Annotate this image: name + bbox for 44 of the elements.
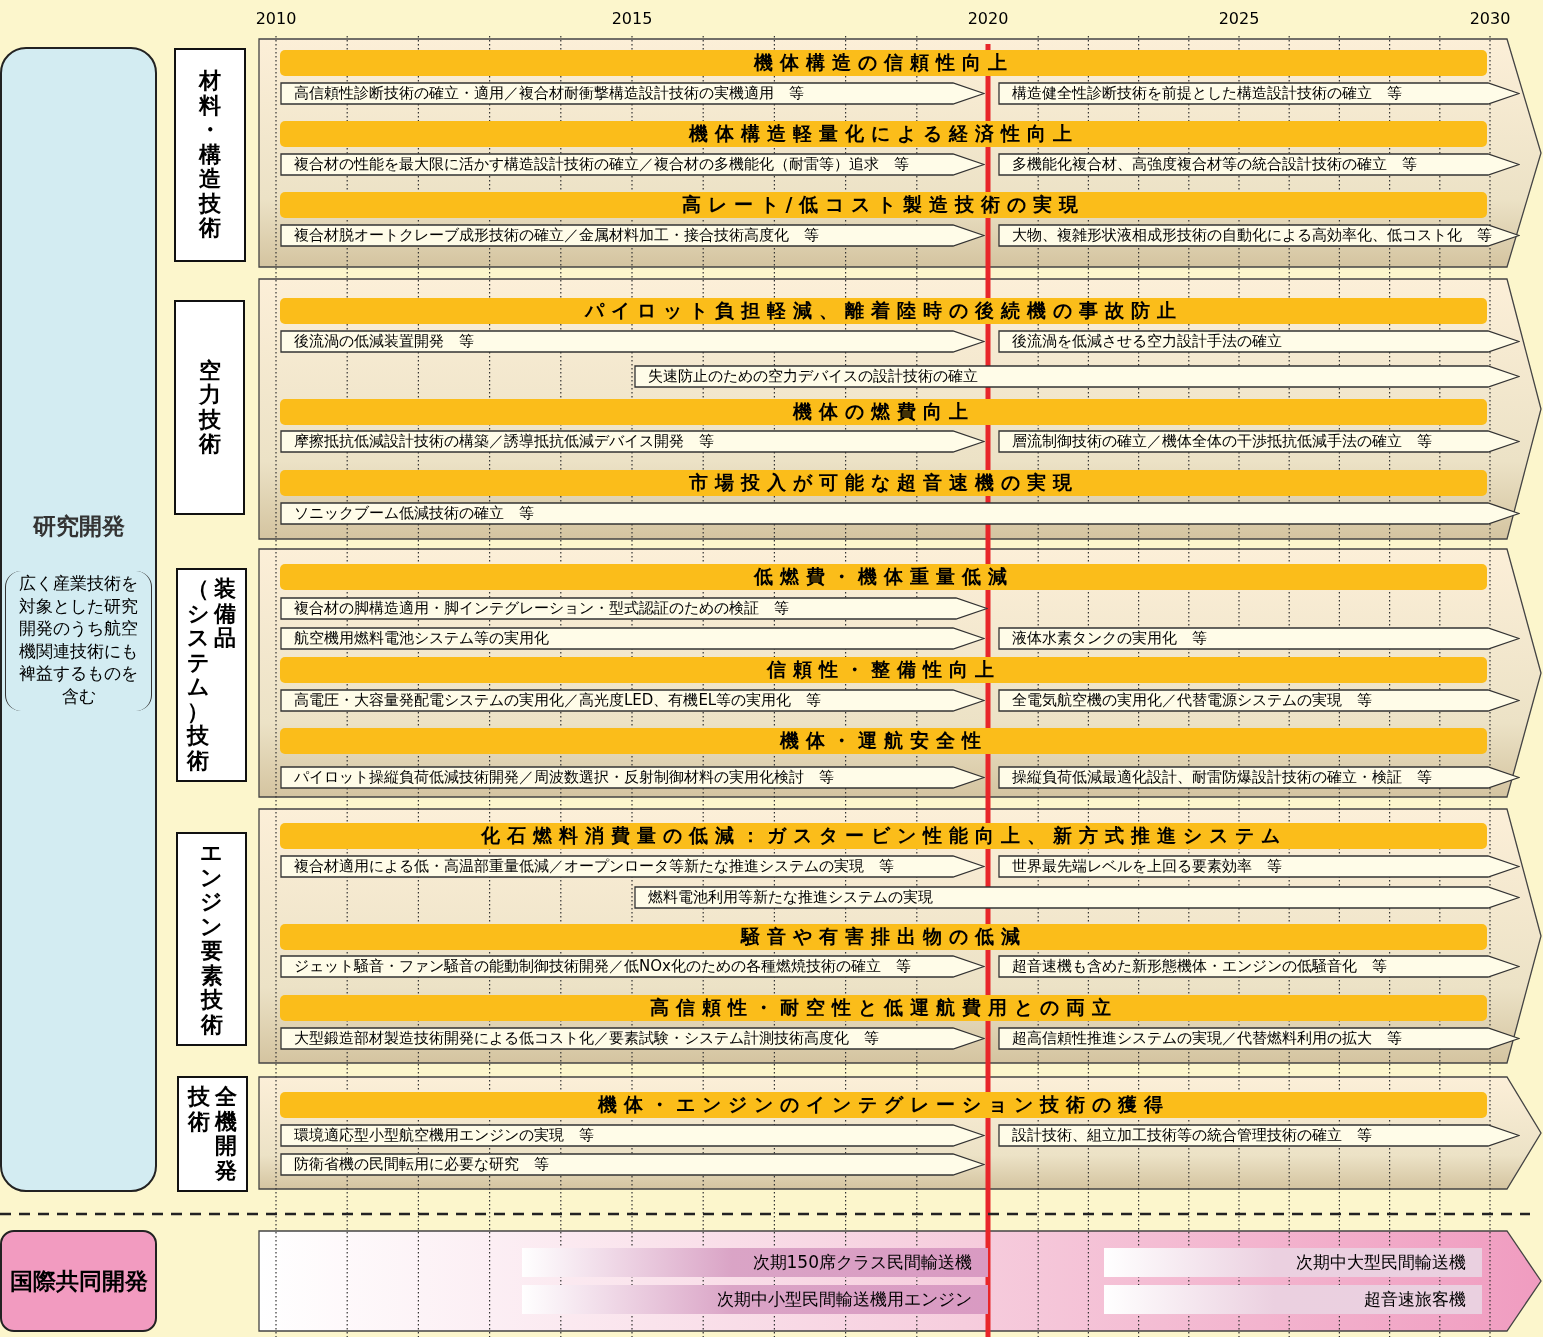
year-label: 2025	[1217, 9, 1261, 28]
category-panel	[0, 47, 157, 1192]
goal-bar: 市場投入が可能な超音速機の実現	[280, 470, 1487, 496]
note-text: 広く産業技術を対象とした研究開発のうち航空機関連技術にも裨益するものを含む	[5, 571, 152, 711]
goal-bar: 機体・運航安全性	[280, 728, 1487, 754]
goal-bar: 高レート/低コスト製造技術の実現	[280, 192, 1487, 218]
row-header: 材料・構造技術	[197, 69, 222, 241]
row-header: エンジン要素技術	[199, 841, 224, 1037]
year-label: 2010	[254, 9, 298, 28]
task-arrow: 液体水素タンクの実用化 等	[998, 627, 1520, 650]
goal-bar: 低燃費・機体重量低減	[280, 564, 1487, 590]
goal-bar: 信頼性・整備性向上	[280, 657, 1487, 683]
goal-bar: 機体・エンジンのインテグレーション技術の獲得	[280, 1092, 1487, 1118]
year-label: 2030	[1468, 9, 1512, 28]
goal-bar: 騒音や有害排出物の低減	[280, 924, 1487, 950]
goal-bar: 化石燃料消費量の低減：ガスタービン性能向上、新方式推進システム	[280, 823, 1487, 849]
year-label: 2015	[610, 9, 654, 28]
category-title: 国際共同開発	[9, 1266, 148, 1296]
task-arrow: 大物、複雑形状液相成形技術の自動化による高効率化、低コスト化 等	[998, 224, 1520, 247]
row-header: 空力技術	[197, 358, 222, 457]
row-header: 全機開発技術	[186, 1085, 238, 1183]
goal-bar: 機体構造軽量化による経済性向上	[280, 121, 1487, 147]
task-arrow: 超音速機も含めた新形態機体・エンジンの低騒音化 等	[998, 955, 1520, 978]
project-bar: 超音速旅客機	[1104, 1285, 1482, 1314]
task-arrow: 層流制御技術の確立／機体全体の干渉抵抗低減手法の確立 等	[998, 430, 1520, 453]
category-title: 研究開発	[31, 512, 126, 541]
task-arrow: 後流渦を低減させる空力設計手法の確立	[998, 330, 1520, 353]
task-arrow: 多機能化複合材、高強度複合材等の統合設計技術の確立 等	[998, 153, 1520, 176]
task-arrow: 世界最先端レベルを上回る要素効率 等	[998, 855, 1520, 878]
task-arrow: 構造健全性診断技術を前提とした構造設計技術の確立 等	[998, 82, 1520, 105]
goal-bar: 機体構造の信頼性向上	[280, 50, 1487, 76]
goal-bar: 高信頼性・耐空性と低運航費用との両立	[280, 995, 1487, 1021]
category-box	[0, 1230, 157, 1332]
task-arrow: 超高信頼性推進システムの実現／代替燃料利用の拡大 等	[998, 1027, 1520, 1050]
project-bar: 次期中大型民間輸送機	[1104, 1248, 1482, 1277]
goal-bar: 機体の燃費向上	[280, 399, 1487, 425]
goal-bar: パイロット負担軽減、離着陸時の後続機の事故防止	[280, 298, 1487, 324]
row-header: 装備品（システム）技術	[185, 577, 237, 773]
year-label: 2020	[966, 9, 1010, 28]
task-arrow: 操縦負荷低減最適化設計、耐雷防爆設計技術の確立・検証 等	[998, 766, 1520, 789]
task-arrow: 設計技術、組立加工技術等の統合管理技術の確立 等	[998, 1124, 1520, 1147]
task-arrow: 全電気航空機の実用化／代替電源システムの実現 等	[998, 689, 1520, 712]
project-bar: 次期中小型民間輸送機用エンジン	[522, 1285, 988, 1314]
project-bar: 次期150席クラス民間輸送機	[522, 1248, 988, 1277]
